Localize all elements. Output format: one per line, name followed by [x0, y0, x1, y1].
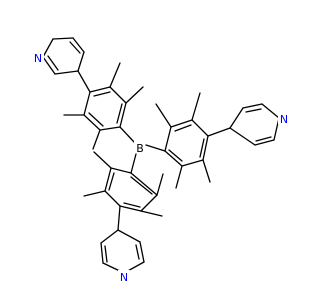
ring-aryl-bottom [104, 167, 158, 212]
nitrogen-atom-label: N [120, 271, 128, 284]
nitrogen-atom-label: N [34, 52, 42, 65]
pyridine-upper-left [42, 37, 91, 93]
methyl-groups-bottom [83, 151, 164, 217]
atom-labels: B N N N [32, 51, 290, 284]
chemical-structure: B N N N [32, 37, 290, 284]
ring-aryl-right [164, 119, 209, 167]
pyridine-right [207, 103, 280, 146]
boron-atom-label: B [136, 142, 144, 155]
nitrogen-label-bg-1 [32, 51, 44, 63]
pyridine-bottom [100, 205, 145, 274]
methyl-groups-upper-left [63, 62, 144, 150]
nitrogen-label-bg-3 [118, 270, 130, 282]
methyl-groups-right [155, 92, 211, 189]
bonds [42, 37, 280, 274]
boron-label-bg [134, 141, 145, 153]
nitrogen-atom-label: N [280, 113, 288, 126]
boron-bonds [119, 126, 166, 174]
nitrogen-label-bg-2 [278, 112, 290, 124]
ring-aryl-upper-left [83, 86, 127, 131]
